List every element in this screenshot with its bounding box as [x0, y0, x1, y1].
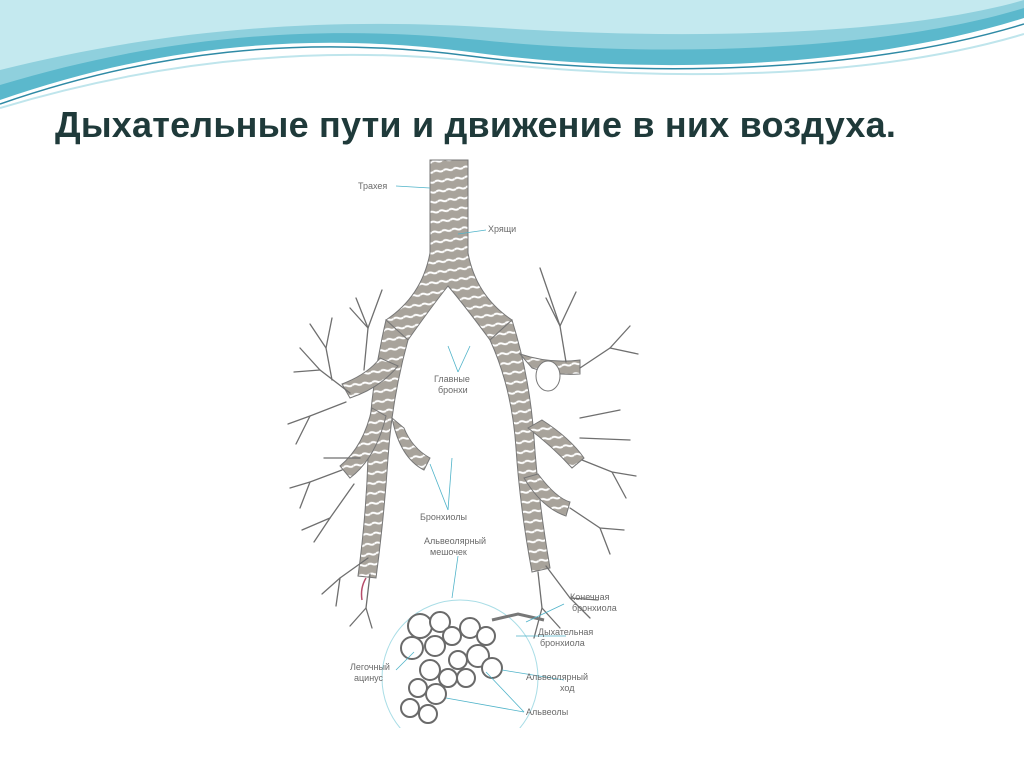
label-respiratory-bronchiole-1: Дыхательная — [538, 627, 593, 637]
left-lower-branch — [339, 407, 387, 479]
right-bronchioles — [533, 267, 639, 639]
right-main-bronchus — [489, 319, 551, 573]
trachea-shape — [385, 159, 513, 341]
left-bronchioles — [287, 289, 383, 629]
label-trachea: Трахея — [358, 181, 387, 191]
label-alveolar-sac-1: Альвеолярный — [424, 536, 486, 546]
label-terminal-bronchiole-1: Конечная — [570, 592, 610, 602]
wave-header-decoration — [0, 0, 1024, 109]
respiratory-tract-diagram: Трахея Хрящи Главные бронхи Бронхиолы Ал… — [287, 159, 639, 728]
label-bronchioles: Бронхиолы — [420, 512, 467, 522]
label-alveolar-sac-2: мешочек — [430, 547, 467, 557]
left-lobe-branch — [391, 416, 431, 471]
label-main-bronchi-2: бронхи — [438, 385, 468, 395]
right-lower-branch — [527, 419, 585, 469]
label-main-bronchi-1: Главные — [434, 374, 470, 384]
label-pulmonary-acinus-1: Легочный — [350, 662, 390, 672]
label-pulmonary-acinus-2: ацинус — [354, 673, 384, 683]
label-respiratory-bronchiole-2: бронхиола — [540, 638, 585, 648]
left-bronchus-branch — [341, 357, 399, 399]
label-terminal-bronchiole-2: бронхиола — [572, 603, 617, 613]
label-alveoli: Альвеолы — [526, 707, 568, 717]
right-bronchus-lumen — [535, 360, 561, 392]
alveolar-cluster — [360, 577, 545, 728]
right-side-branch — [523, 473, 571, 517]
label-cartilage: Хрящи — [488, 224, 516, 234]
slide-title: Дыхательные пути и движение в них воздух… — [55, 104, 897, 145]
label-alveolar-duct-1: Альвеолярный — [526, 672, 588, 682]
label-alveolar-duct-2: ход — [560, 683, 575, 693]
